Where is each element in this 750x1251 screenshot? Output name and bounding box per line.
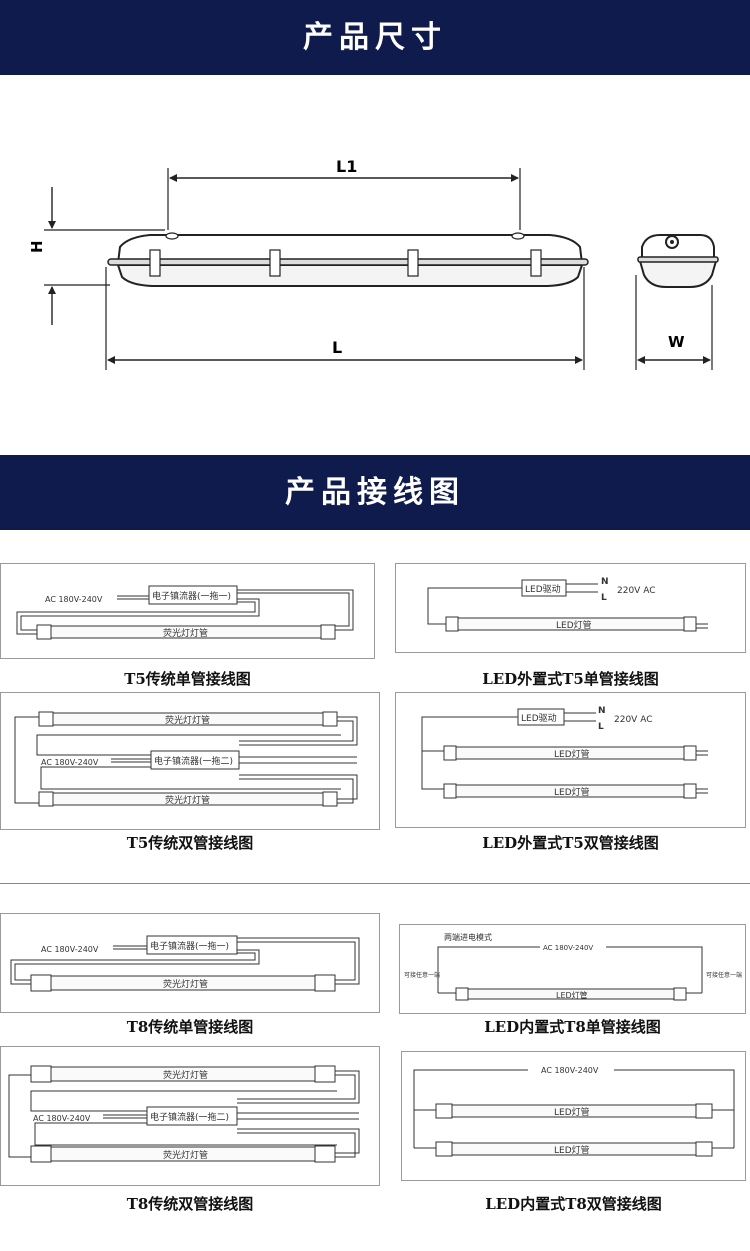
ballast-label: 电子镇流器(一拖二)	[154, 755, 233, 767]
ac-label: AC 180V-240V	[45, 595, 103, 604]
caption-t5-double: T5传统双管接线图	[126, 834, 254, 852]
dim-l-label: L	[332, 338, 342, 357]
either-end-right: 可接任意一端	[706, 971, 742, 979]
wiring-title: 产品接线图	[285, 475, 465, 510]
tube-label-top: LED灯管	[554, 748, 590, 760]
driver-label: LED驱动	[521, 713, 557, 724]
tube-label-bottom: LED灯管	[554, 786, 590, 798]
l-label: L	[598, 722, 604, 732]
size-title: 产品尺寸	[303, 20, 447, 55]
diagram-t8-single: 电子镇流器(一拖一) AC 180V-240V 荧光灯灯管	[0, 913, 380, 1013]
caption-led-int-t8-double: LED内置式T8双管接线图	[485, 1195, 662, 1213]
lamp-end-view	[637, 234, 719, 288]
n-label: N	[601, 577, 609, 587]
diagram-led-ext-t5-single: LED驱动 N L 220V AC LED灯管	[395, 563, 746, 653]
caption-led-ext-t5-double: LED外置式T5双管接线图	[482, 834, 659, 852]
ballast-label: 电子镇流器(一拖一)	[152, 590, 231, 602]
tube-label-top: 荧光灯灯管	[165, 714, 210, 726]
size-banner: 产品尺寸	[0, 0, 750, 75]
ac-label: AC 180V-240V	[41, 758, 99, 767]
dimension-drawing: L1 H L	[0, 75, 750, 455]
tube-label-top: 荧光灯灯管	[163, 1069, 208, 1081]
tube-label: LED灯管	[556, 619, 592, 631]
wiring-banner: 产品接线图	[0, 455, 750, 530]
caption-led-int-t8-single: LED内置式T8单管接线图	[484, 1018, 661, 1036]
caption-t8-double: T8传统双管接线图	[126, 1195, 254, 1213]
section-divider	[0, 883, 750, 884]
diagram-led-ext-t5-double: LED驱动 N L 220V AC LED灯管 LED灯管	[395, 692, 746, 828]
diagram-led-int-t8-single: 两端进电模式 AC 180V-240V 可接任意一端 可接任意一端 LED灯管	[399, 924, 746, 1014]
tube-label: 荧光灯灯管	[163, 627, 208, 639]
tube-label-bottom: 荧光灯灯管	[163, 1149, 208, 1161]
dim-w-label: W	[668, 333, 685, 351]
caption-t5-single: T5传统单管接线图	[124, 670, 251, 688]
ac220-label: 220V AC	[614, 715, 652, 725]
dim-h-label: H	[28, 240, 46, 253]
diagram-t8-double: 电子镇流器(一拖二) AC 180V-240V 荧光灯灯管 荧光灯灯管	[0, 1046, 380, 1186]
tube-label-bottom: LED灯管	[554, 1144, 590, 1156]
ac-label: AC 180V-240V	[541, 1066, 599, 1075]
ac-label: AC 180V-240V	[33, 1114, 91, 1123]
driver-label: LED驱动	[525, 584, 561, 595]
dim-l1-label: L1	[336, 157, 357, 176]
ac-label: AC 180V-240V	[543, 944, 593, 952]
ac220-label: 220V AC	[617, 586, 655, 596]
caption-t8-single: T8传统单管接线图	[126, 1018, 254, 1036]
l-label: L	[601, 593, 607, 603]
tube-label: 荧光灯灯管	[163, 978, 208, 990]
diagram-led-int-t8-double: AC 180V-240V LED灯管 LED灯管	[401, 1051, 746, 1181]
either-end-left: 可接任意一端	[404, 971, 440, 979]
ac-label: AC 180V-240V	[41, 945, 99, 954]
ballast-label: 电子镇流器(一拖二)	[150, 1111, 229, 1123]
ballast-label: 电子镇流器(一拖一)	[150, 940, 229, 952]
diagram-t5-double: 电子镇流器(一拖二) AC 180V-240V 荧光灯灯管 荧光灯灯管	[0, 692, 380, 830]
caption-led-ext-t5-single: LED外置式T5单管接线图	[482, 670, 659, 688]
tube-label-top: LED灯管	[554, 1106, 590, 1118]
lamp-side-view	[107, 232, 589, 287]
n-label: N	[598, 706, 606, 716]
tube-label: LED灯管	[556, 990, 588, 1000]
two-end-mode-label: 两端进电模式	[444, 932, 492, 942]
tube-label-bottom: 荧光灯灯管	[165, 794, 210, 806]
diagram-t5-single: 电子镇流器(一拖一) AC 180V-240V 荧光灯灯管	[0, 563, 375, 659]
